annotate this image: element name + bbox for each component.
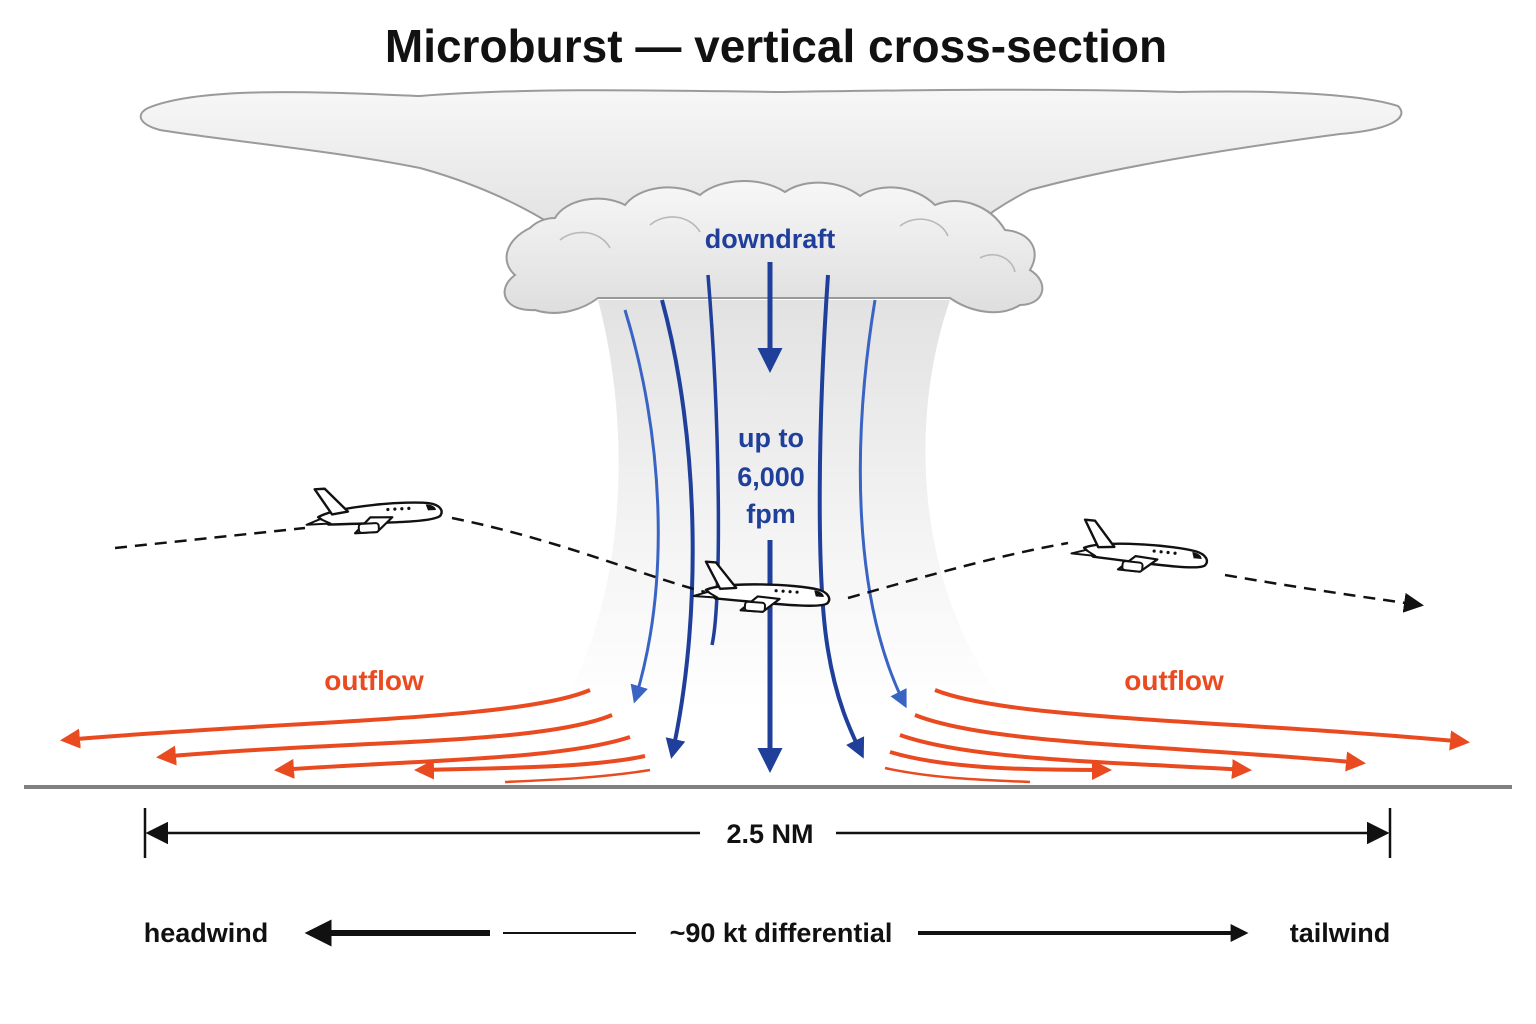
flight-path-segment bbox=[114, 526, 306, 550]
airplane-icon bbox=[1069, 517, 1212, 580]
outflow-arrows bbox=[60, 688, 1470, 784]
downdraft-speed-line3: fpm bbox=[746, 499, 796, 529]
flight-path-segment bbox=[451, 516, 706, 594]
downdraft-label: downdraft bbox=[705, 224, 835, 254]
downdraft-speed-line1: up to bbox=[738, 423, 804, 453]
outflow-streamline-right bbox=[899, 733, 1252, 780]
outflow-label-left: outflow bbox=[324, 665, 424, 696]
headwind-label: headwind bbox=[144, 918, 269, 948]
cloud-anvil bbox=[139, 88, 1403, 261]
outflow-streamline-left bbox=[504, 768, 651, 784]
downdraft-shaft bbox=[560, 300, 1010, 710]
differential-label: ~90 kt differential bbox=[670, 918, 893, 948]
distance-dimension: 2.5 NM bbox=[143, 808, 1392, 858]
flight-path bbox=[114, 516, 1424, 613]
page-title: Microburst — vertical cross-section bbox=[385, 20, 1167, 72]
cloud-texture bbox=[559, 216, 1016, 273]
airplane-icon bbox=[303, 481, 444, 537]
outflow-streamline-right bbox=[914, 713, 1366, 772]
flight-path-segment bbox=[847, 541, 1069, 600]
outflow-label-right: outflow bbox=[1124, 665, 1224, 696]
downdraft-streamline bbox=[660, 299, 695, 759]
outflow-streamline-right bbox=[934, 688, 1470, 751]
downdraft-speed-line2: 6,000 bbox=[737, 462, 805, 492]
outflow-streamline-left bbox=[60, 688, 591, 749]
downdraft-streamline bbox=[706, 274, 721, 646]
tailwind-label: tailwind bbox=[1290, 918, 1391, 948]
outflow-streamline-left bbox=[156, 713, 613, 766]
outflow-streamline-right bbox=[889, 750, 1112, 780]
outflow-streamline-left bbox=[274, 735, 631, 779]
downdraft-streamline bbox=[623, 309, 660, 704]
outflow-streamline-right bbox=[884, 766, 1031, 784]
flight-path-segment bbox=[1224, 573, 1424, 613]
downdraft-streamline bbox=[858, 299, 907, 709]
outflow-streamline-left bbox=[414, 754, 646, 780]
wind-differential: headwind ~90 kt differential tailwind bbox=[144, 918, 1391, 948]
cloud-billows bbox=[503, 180, 1044, 314]
distance-label: 2.5 NM bbox=[726, 819, 813, 849]
